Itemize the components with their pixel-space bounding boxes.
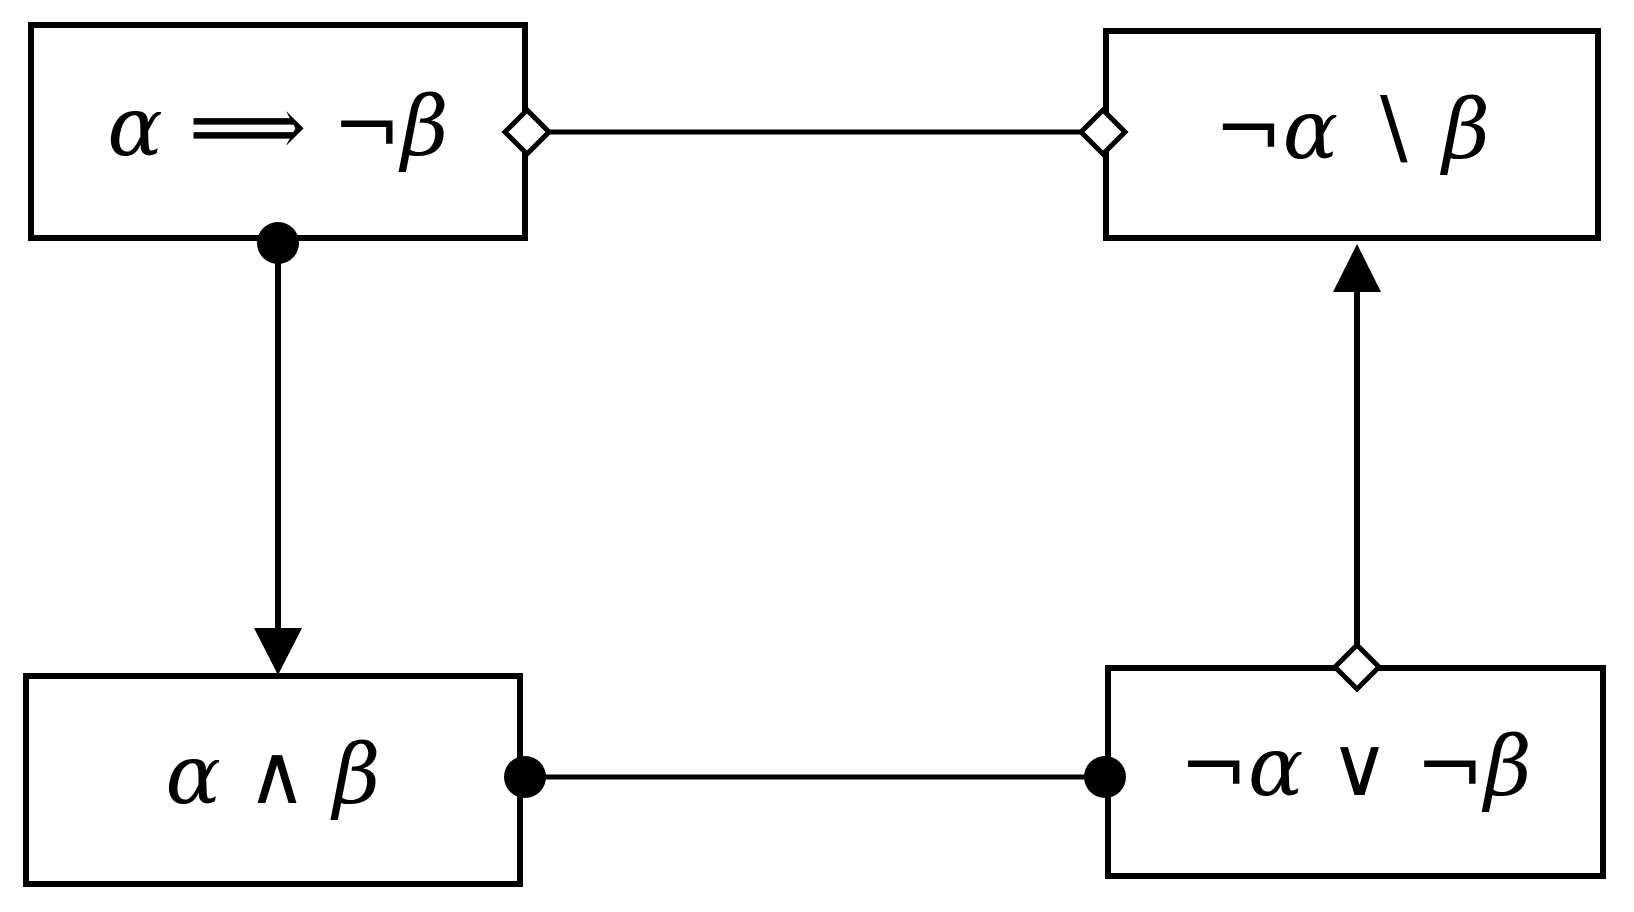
edge-left: [254, 222, 302, 675]
node-bottom-left-label: α ∧ β: [165, 728, 381, 823]
node-top-right-label: ¬α ∖ β: [1214, 82, 1490, 178]
node-bottom-right: ¬α ∨ ¬β: [1105, 665, 1606, 879]
edge-bottom: [504, 756, 1126, 798]
node-top-left: α ⟹ ¬β: [28, 22, 528, 241]
node-top-right: ¬α ∖ β: [1103, 28, 1601, 241]
arrowhead-down-icon: [254, 628, 302, 675]
node-bottom-right-label: ¬α ∨ ¬β: [1179, 720, 1532, 815]
edge-right: [1331, 244, 1383, 693]
node-bottom-left: α ∧ β: [23, 673, 523, 887]
node-top-left-label: α ⟹ ¬β: [107, 79, 449, 175]
edge-top: [501, 106, 1129, 158]
arrowhead-up-icon: [1333, 244, 1381, 292]
